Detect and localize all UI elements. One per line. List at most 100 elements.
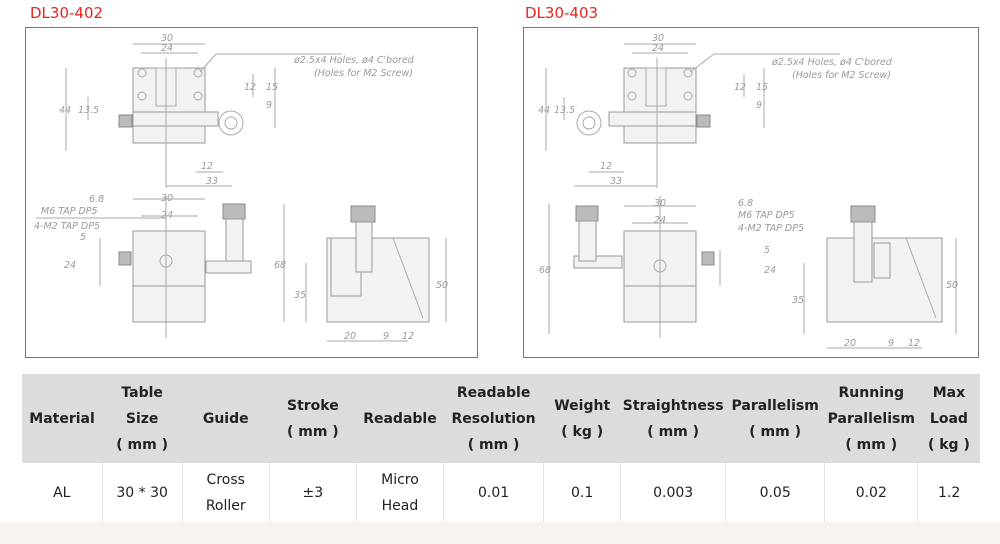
- model-label-dl30-402: DL30-402: [30, 4, 104, 22]
- column-header: Guide: [182, 374, 270, 463]
- column-header: Stroke( mm ): [269, 374, 357, 463]
- cell-text: ( mm ): [116, 436, 168, 453]
- dimension-label: 30: [652, 33, 664, 44]
- dimension-label: 4-M2 TAP DP5: [738, 223, 804, 234]
- cell-text: Weight: [554, 397, 611, 414]
- dimension-label: 6.8: [89, 194, 104, 205]
- dimension-label: 50: [436, 280, 448, 291]
- cell-text: Head: [381, 498, 419, 514]
- cell-text: 30 * 30: [116, 485, 168, 501]
- table-cell: ±3: [269, 463, 357, 524]
- dimension-label: (Holes for M2 Screw): [314, 68, 413, 79]
- dimension-label: 30: [654, 198, 666, 209]
- cell-text: Readable: [456, 384, 531, 401]
- cell-text: Running: [838, 384, 904, 401]
- dimension-label: 20: [344, 331, 356, 342]
- cell-text: Max: [932, 384, 966, 401]
- dimension-label: 33: [610, 176, 622, 187]
- dimension-label: 9: [266, 100, 272, 111]
- model-label-dl30-403: DL30-403: [525, 4, 599, 22]
- dimension-label: 44: [538, 105, 550, 116]
- dimension-label: M6 TAP DP5: [41, 206, 98, 217]
- cell-text: Parallelism: [827, 410, 915, 427]
- cell-text: Guide: [202, 410, 249, 427]
- drawing-dl30-403: 30 24 44 13.5 12 15 9 12 33 ø2.5x4 Holes, ø4…: [523, 27, 979, 358]
- dimension-label: 35: [792, 295, 804, 306]
- table-cell: 0.1: [543, 463, 622, 524]
- dimension-label: 24: [654, 215, 666, 226]
- dimension-label: 6.8: [738, 198, 753, 209]
- dimension-label: 12: [734, 82, 746, 93]
- dimension-label: (Holes for M2 Screw): [792, 70, 891, 81]
- dimension-label: 4-M2 TAP DP5: [34, 221, 100, 232]
- cell-text: Table: [121, 384, 163, 401]
- cell-text: Cross: [206, 472, 245, 488]
- dimension-label: ø2.5x4 Holes, ø4 C'bored: [771, 57, 893, 68]
- cell-text: Material: [29, 410, 95, 427]
- cell-text: ( mm ): [467, 436, 520, 453]
- cell-text: Load: [929, 410, 968, 427]
- cell-text: 0.003: [653, 485, 694, 501]
- dimension-label: 12: [201, 161, 213, 172]
- dimension-label: 12: [600, 161, 612, 172]
- dimension-label: M6 TAP DP5: [738, 210, 795, 221]
- cell-text: ( mm ): [749, 423, 802, 440]
- cell-text: Size: [125, 410, 159, 427]
- cell-text: ( mm ): [647, 423, 700, 440]
- column-header: Straightness ( mm ): [620, 374, 726, 463]
- dimension-label: 33: [206, 176, 218, 187]
- dimension-label: 30: [161, 193, 173, 204]
- dimension-label: 12: [244, 82, 256, 93]
- dimension-label: 9: [888, 338, 894, 349]
- cell-text: Roller: [205, 498, 246, 514]
- dimension-label: 24: [161, 210, 173, 221]
- dimension-label: 9: [756, 100, 762, 111]
- column-header: Material: [22, 374, 103, 463]
- dimension-label: 9: [383, 331, 389, 342]
- dimension-label: 50: [946, 280, 958, 291]
- dimension-label: 35: [294, 290, 306, 301]
- cell-text: ±3: [302, 485, 324, 501]
- cell-text: 0.01: [477, 485, 510, 501]
- dimension-label: 24: [64, 260, 76, 271]
- table-cell: 0.05: [725, 463, 826, 524]
- dimension-label: 44: [59, 105, 71, 116]
- dimension-label: 30: [161, 33, 173, 44]
- cell-text: ( kg ): [561, 423, 604, 440]
- cell-text: 0.1: [571, 485, 594, 501]
- column-header: Weight ( kg ): [543, 374, 621, 463]
- cell-text: Straightness: [622, 397, 724, 414]
- cell-text: 0.05: [759, 485, 791, 501]
- column-header: Readable: [356, 374, 444, 463]
- cell-text: Readable: [363, 410, 437, 427]
- cell-text: Resolution: [451, 410, 536, 427]
- cell-text: ( mm ): [845, 436, 898, 453]
- dimension-label: 5: [764, 245, 770, 256]
- cell-text: ( kg ): [927, 436, 970, 453]
- cell-text: ( mm ): [286, 423, 339, 440]
- cell-text: 1.2: [938, 485, 961, 501]
- dimension-label: 13.5: [554, 105, 575, 116]
- dimension-label: 24: [161, 43, 173, 54]
- page-footer-band: [0, 522, 1000, 544]
- cell-text: AL: [53, 485, 71, 501]
- column-header: Parallelism ( mm ): [725, 374, 825, 463]
- dimension-label: 15: [756, 82, 768, 93]
- dimension-label: 68: [539, 265, 551, 276]
- cell-text: Micro: [381, 472, 419, 488]
- dimension-label: 15: [266, 82, 278, 93]
- table-cell: 0.02: [824, 463, 919, 524]
- table-cell: 0.01: [443, 463, 545, 524]
- cell-text: Parallelism: [731, 397, 819, 414]
- table-cell: AL: [22, 463, 103, 524]
- table-cell: 1.2: [917, 463, 980, 524]
